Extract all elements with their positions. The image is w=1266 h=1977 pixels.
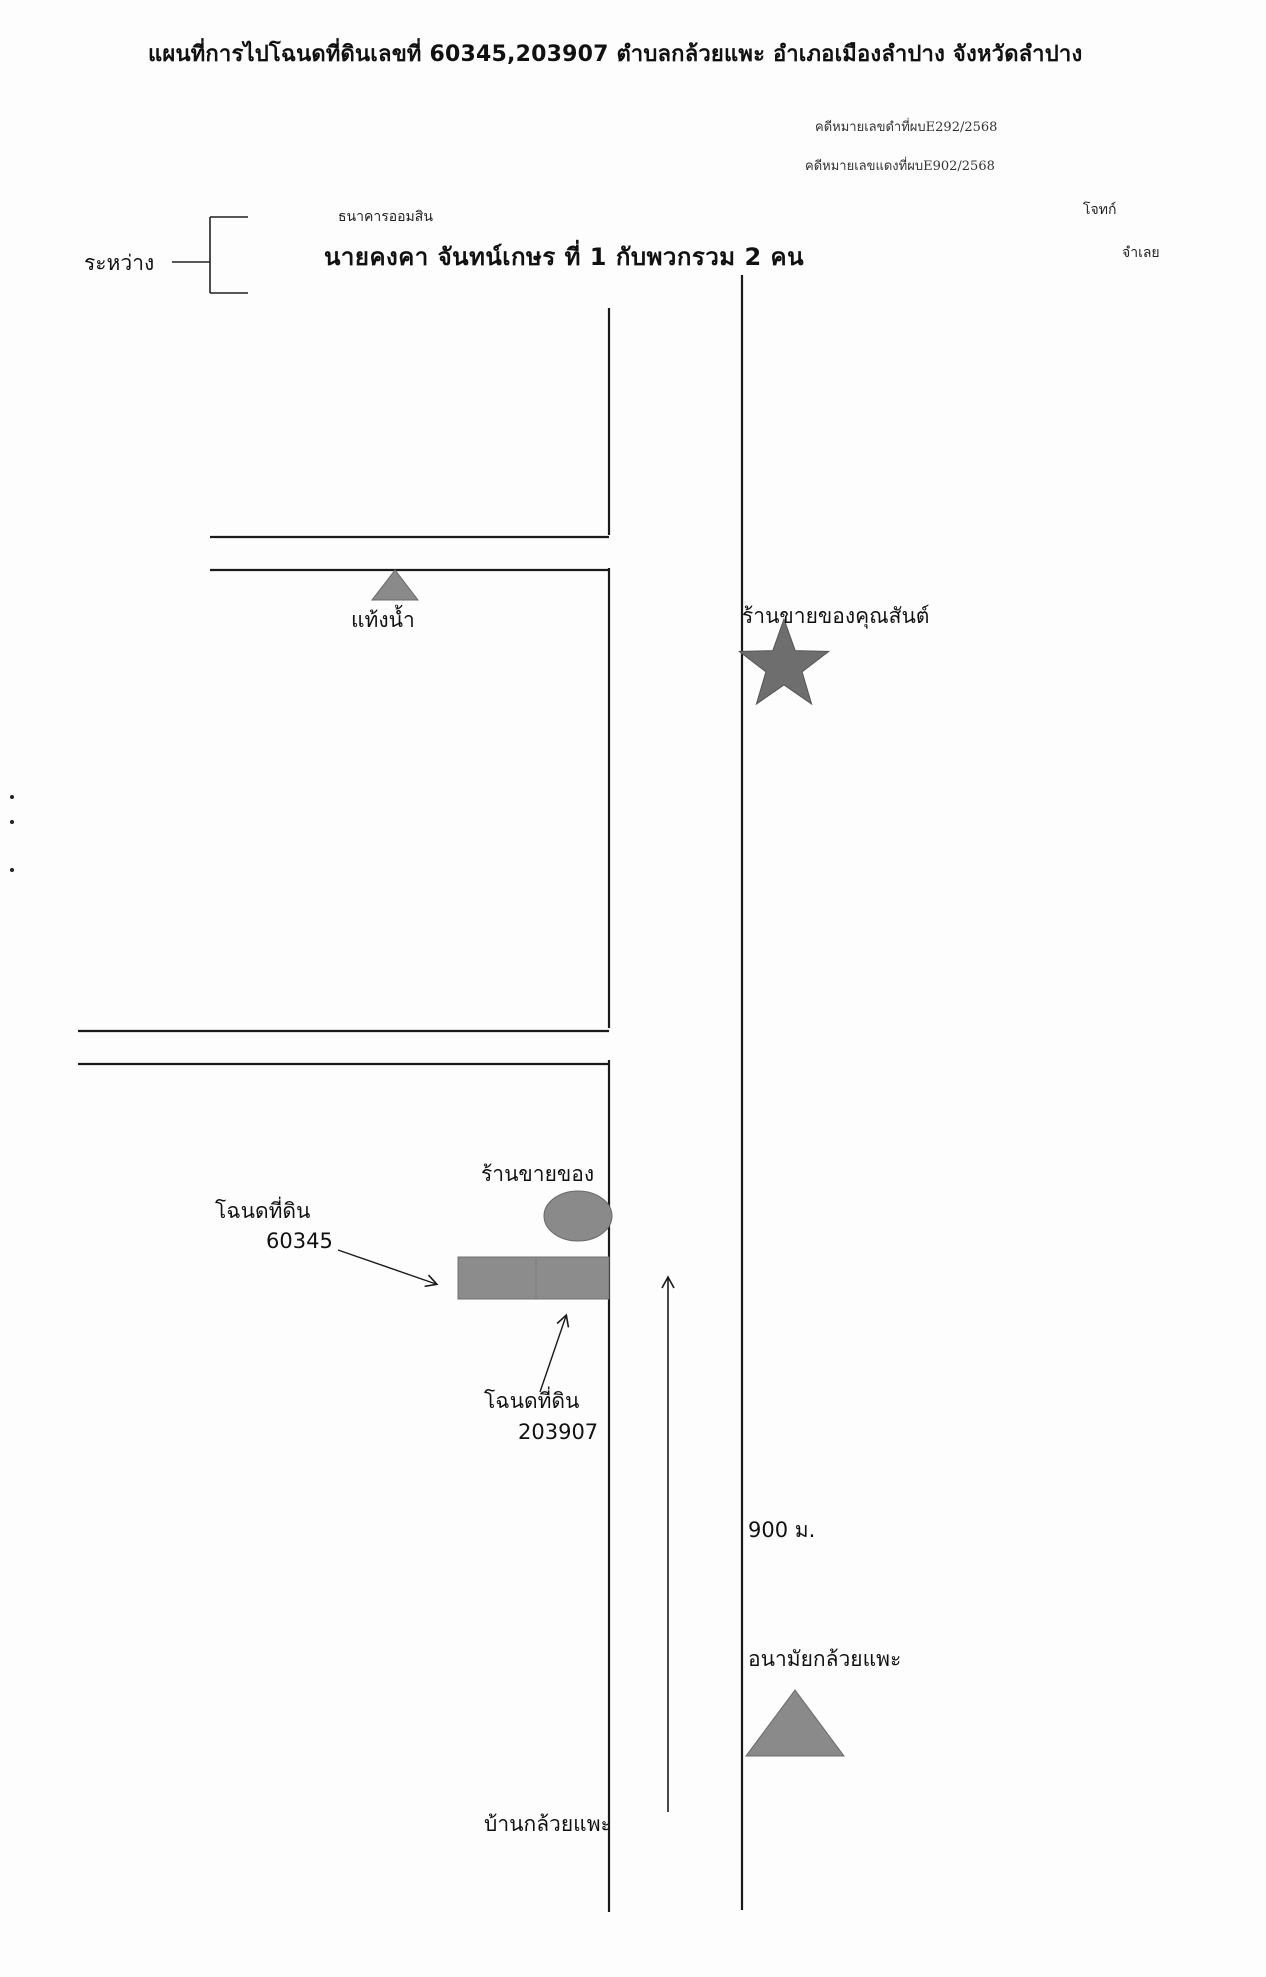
- defendant-name: นายคงคา จันทน์เกษร ที่ 1 กับพวกรวม 2 คน: [324, 243, 804, 271]
- deed-60345-label-line1: โฉนดที่ดิน: [215, 1199, 311, 1223]
- scan-speck: [10, 868, 14, 872]
- shop-circle-label: ร้านขายของ: [481, 1162, 595, 1186]
- defendant-role: จำเลย: [1122, 245, 1160, 261]
- scan-speck: [10, 820, 14, 824]
- scan-speck: [10, 795, 14, 799]
- water-tank-label: แท้งน้ำ: [351, 608, 415, 632]
- deed-60345-label-line2: 60345: [266, 1229, 333, 1253]
- shop-star-icon: [737, 617, 831, 706]
- party-bracket: [172, 216, 248, 294]
- water-tank-triangle-icon: [370, 569, 420, 601]
- between-label: ระหว่าง: [84, 251, 155, 275]
- plaintiff-name: ธนาคารออมสิน: [338, 209, 433, 225]
- shop-circle-icon: [543, 1190, 613, 1242]
- distance-label: 900 ม.: [748, 1518, 816, 1542]
- shop-star-label: ร้านขายของคุณสันต์: [742, 604, 930, 628]
- plaintiff-role: โจทก์: [1083, 202, 1117, 218]
- black-case-number: คดีหมายเลขดำที่ผบE292/2568: [815, 120, 998, 135]
- land-plot-rectangle-icon: [457, 1256, 610, 1300]
- red-case-number: คดีหมายเลขแดงที่ผบE902/2568: [805, 159, 995, 174]
- deed-203907-label-line2: 203907: [518, 1420, 599, 1444]
- deed-203907-arrow-icon: [539, 1313, 570, 1393]
- health-center-label: อนามัยกล้วยแพะ: [748, 1647, 902, 1671]
- village-label: บ้านกล้วยแพะ: [484, 1812, 612, 1836]
- deed-203907-label-line1: โฉนดที่ดิน: [484, 1389, 580, 1413]
- health-center-triangle-icon: [745, 1689, 845, 1757]
- deed-60345-arrow-icon: [337, 1249, 439, 1288]
- page-title: แผนที่การไปโฉนดที่ดินเลขที่ 60345,203907…: [148, 42, 1083, 67]
